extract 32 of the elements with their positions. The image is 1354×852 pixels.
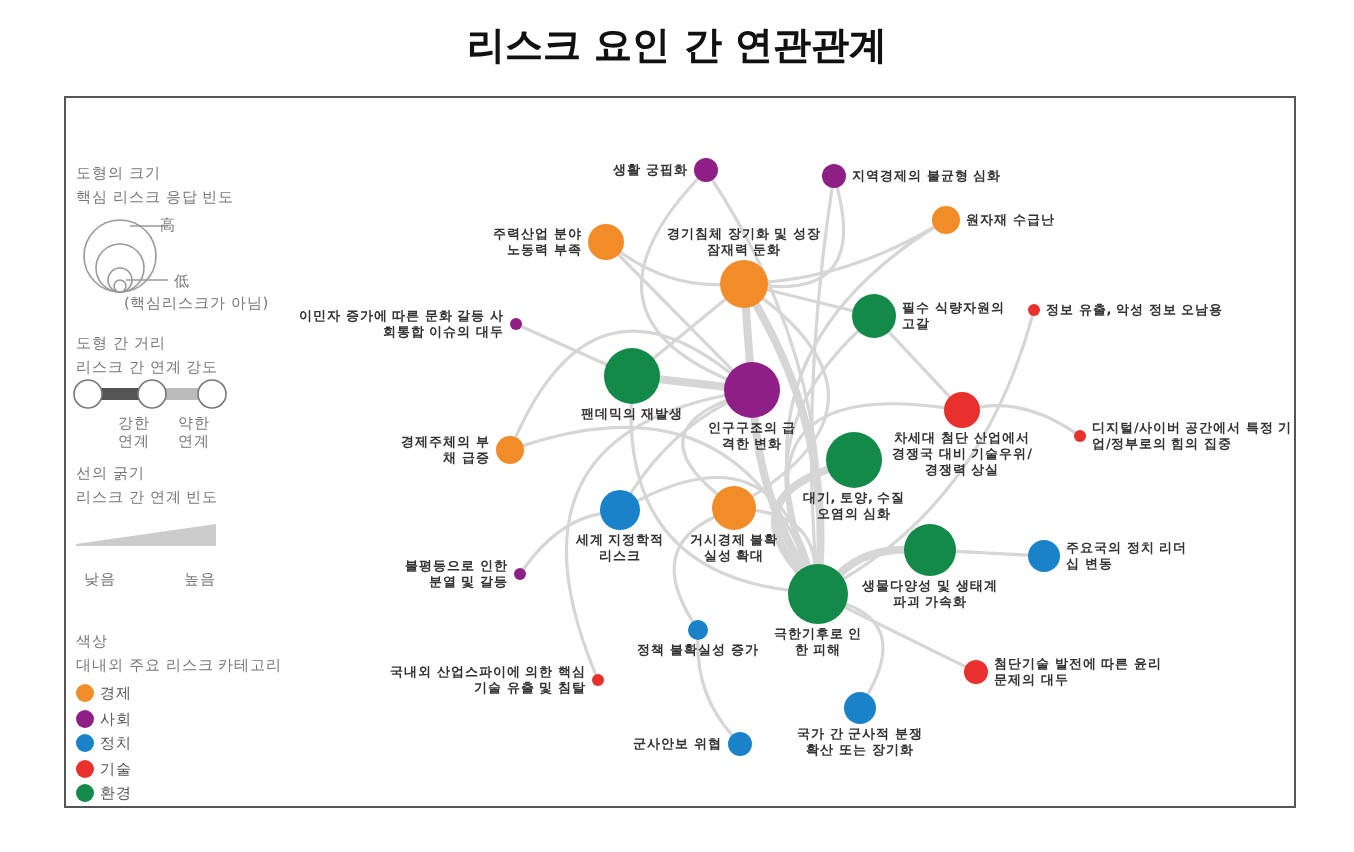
connector-line (652, 297, 728, 360)
connector-line (565, 393, 727, 677)
connector-line (681, 398, 728, 496)
connector-line (629, 402, 790, 592)
connector-line (519, 324, 609, 367)
connector-line (629, 401, 729, 495)
connector-line (521, 512, 602, 571)
connector-line (842, 314, 1034, 581)
diagram-title: 리스크 요인 간 연관관계 (465, 22, 889, 72)
connector-line (619, 250, 722, 287)
connector-line (741, 303, 754, 367)
connector-line (843, 605, 967, 669)
connector-line (636, 475, 811, 567)
connector-line (835, 545, 908, 578)
connector-line (844, 602, 885, 696)
connector-line (617, 253, 734, 372)
connector-line (978, 404, 1077, 435)
connector-line (514, 329, 732, 439)
connector-line (655, 375, 729, 391)
connector-line (752, 300, 825, 569)
connector-line (766, 225, 936, 284)
connector-line (887, 330, 952, 399)
connector-line (750, 297, 830, 498)
connector-line (640, 177, 728, 381)
connector-line (754, 509, 817, 566)
connector-line (770, 465, 832, 576)
connector-line (765, 288, 855, 313)
connector-line (766, 186, 846, 289)
connector-line (954, 549, 1030, 557)
connector-line (672, 515, 716, 624)
connector-line (750, 413, 807, 573)
connector-line (696, 638, 734, 737)
